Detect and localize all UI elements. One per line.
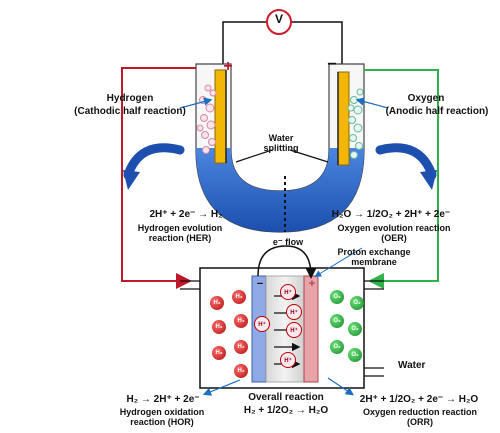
minus-sign: − bbox=[327, 56, 337, 73]
hor-equation: H₂ → 2H⁺ + 2e⁻ bbox=[126, 394, 200, 405]
o2-molecule: O₂ bbox=[330, 290, 344, 304]
proton: H⁺ bbox=[286, 304, 302, 320]
proton: H⁺ bbox=[286, 322, 302, 338]
hydrogen-title: Hydrogen bbox=[106, 93, 154, 104]
orr-equation: 2H⁺ + 1/2O₂ + 2e⁻ → H₂O bbox=[359, 394, 479, 405]
proton: H⁺ bbox=[254, 316, 270, 332]
overall-title: Overall reaction bbox=[248, 392, 324, 403]
oxygen-title: Oxygen bbox=[407, 93, 445, 104]
o2-molecule: O₂ bbox=[330, 314, 344, 328]
o2-molecule: O₂ bbox=[330, 340, 344, 354]
h2-molecule: H₂ bbox=[210, 296, 224, 310]
oxygen-bubbles bbox=[347, 88, 364, 159]
hydrogen-subtitle: (Cathodic half reaction) bbox=[74, 106, 186, 117]
her-equation: 2H⁺ + 2e⁻ → H₂ bbox=[149, 209, 223, 220]
proton: H⁺ bbox=[280, 352, 296, 368]
voltmeter bbox=[266, 9, 292, 35]
e-flow-label: e⁻ flow bbox=[272, 237, 304, 247]
anode-electrode bbox=[337, 71, 350, 166]
cathode-plate bbox=[303, 275, 319, 383]
anode-sign: − bbox=[256, 278, 264, 290]
wire-left bbox=[222, 21, 266, 68]
cathode-sign: + bbox=[308, 278, 316, 290]
oer-curved-arrow bbox=[375, 143, 437, 180]
h2-molecule: H₂ bbox=[234, 340, 248, 354]
h2-molecule: H₂ bbox=[232, 290, 246, 304]
oxygen-subtitle: (Anodic half reaction) bbox=[385, 106, 489, 117]
h2-molecule: H₂ bbox=[212, 320, 226, 334]
water bbox=[196, 148, 364, 232]
h2-molecule: H₂ bbox=[234, 364, 248, 378]
orr-label: Oxygen reduction reaction (ORR) bbox=[362, 407, 478, 427]
oer-label: Oxygen evolution reaction (OER) bbox=[337, 223, 451, 243]
h2-molecule: H₂ bbox=[234, 314, 248, 328]
water-splitting-label: Water splitting bbox=[263, 133, 299, 153]
o2-molecule: O₂ bbox=[350, 296, 364, 310]
proton: H⁺ bbox=[280, 284, 296, 300]
voltmeter-label: V bbox=[274, 12, 283, 26]
oxygen-feed-line bbox=[364, 69, 439, 289]
her-label: Hydrogen evolution reaction (HER) bbox=[137, 223, 223, 243]
hydrogen-feed-line bbox=[121, 67, 196, 289]
overall-equation: H₂ + 1/2O₂ → H₂O bbox=[243, 405, 329, 416]
o2-molecule: O₂ bbox=[348, 322, 362, 336]
oer-equation: H₂O → 1/2O₂ + 2H⁺ + 2e⁻ bbox=[331, 209, 451, 220]
plus-sign: + bbox=[223, 58, 233, 75]
wire-right bbox=[292, 21, 343, 70]
h2-molecule: H₂ bbox=[212, 346, 226, 360]
water-label: Water bbox=[398, 360, 426, 371]
cathode-electrode bbox=[214, 69, 227, 164]
her-curved-arrow bbox=[123, 143, 185, 180]
electron-flow-arc bbox=[257, 245, 317, 279]
membrane-label: Proton exchange membrane bbox=[337, 247, 411, 267]
hor-label: Hydrogen oxidation reaction (HOR) bbox=[119, 407, 205, 427]
o2-molecule: O₂ bbox=[348, 348, 362, 362]
